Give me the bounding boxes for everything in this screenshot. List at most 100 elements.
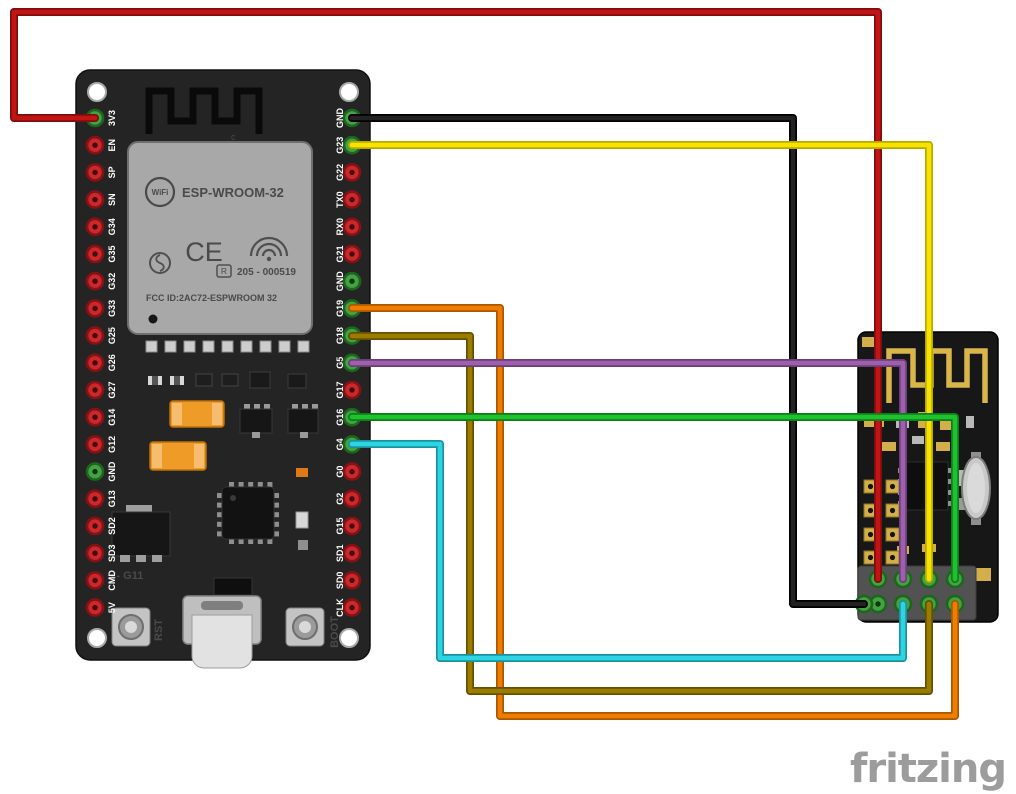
esp32-pin-label-left-en: EN [107,139,117,152]
esp32-pin-right-gnd[interactable] [342,271,362,291]
esp32-pin-right-tx0[interactable] [342,190,362,209]
esp32-pin-right-g21[interactable] [342,244,362,264]
ic-pin [267,482,273,488]
esp32-pin-label-left-gnd: GND [107,461,117,482]
esp32-pin-label-left-g25: G25 [107,327,117,344]
esp32-devkit-board[interactable]: c WiFi ESP-WROOM-32 CE R 205 - 000519 FC… [75,69,371,669]
rst-button[interactable] [111,607,151,647]
wifi-logo-text: WiFi [152,188,169,197]
reg-number: 205 - 000519 [237,267,296,278]
esp32-pin-label-right-gnd: GND [335,271,345,292]
nrf24-pad-5[interactable] [868,594,888,614]
esp32-pin-label-right-g16: G16 [335,409,345,426]
esp32-pin-left-sd3[interactable] [85,543,105,563]
wifi-logo-icon [144,176,176,208]
mounting-hole [87,628,107,648]
plated-hole-center [867,483,874,490]
esp32-pin-label-left-g14: G14 [107,409,117,426]
esp32-pin-label-right-sd0: SD0 [335,572,345,590]
esp32-pin-right-g22[interactable] [342,163,362,182]
esp32-pin-label-left-g34: G34 [107,218,117,235]
esp32-pin-left-gnd[interactable] [85,462,105,481]
antenna-label: c [231,132,236,142]
esp32-pin-label-left-sd2: SD2 [107,517,117,535]
wire-cyan[interactable] [348,440,907,662]
esp32-pin-left-g33[interactable] [85,299,105,318]
wire-green[interactable] [348,413,959,583]
esp32-pin-label-left-g33: G33 [107,300,117,317]
esp32-pin-left-g34[interactable] [85,217,105,237]
esp32-pin-right-rx0[interactable] [342,217,362,237]
esp32-smd-decor [145,340,310,544]
esp32-pin-label-left-g32: G32 [107,273,117,290]
esp32-pin-right-sd0[interactable] [342,571,362,590]
ic-pin [273,521,279,527]
esp32-pin-left-g13[interactable] [85,489,105,509]
castellation-pad [278,340,291,353]
mounting-hole [339,82,359,102]
castellation-pad [240,340,253,353]
esp32-pin-right-g17[interactable] [342,380,362,400]
esp32-pin-label-right-sd1: SD1 [335,544,345,562]
ic-pin [217,493,223,498]
micro-usb-port [182,595,262,669]
wire-yellow[interactable] [348,141,933,583]
esp32-pin-label-right-g17: G17 [335,381,345,398]
esp32-pin-right-clk[interactable] [342,598,362,617]
esp32-pin-label-right-rx0: RX0 [335,218,345,236]
gpio-note: <- G11 [110,570,143,582]
esp32-pin-left-cmd[interactable] [85,571,105,590]
ic-pin [217,512,223,518]
plated-hole-center [889,554,896,561]
safety-mark-icon [149,252,171,274]
esp32-pin-left-g27[interactable] [85,380,105,400]
esp32-pin-left-g12[interactable] [85,435,105,454]
esp32-pin-left-5v[interactable] [85,598,105,617]
transistor [287,404,319,438]
ic-pin [248,538,254,544]
ic-pin [229,482,234,488]
esp32-pin-label-right-g21: G21 [335,245,345,262]
esp32-pin-right-g2[interactable] [342,489,362,509]
wire-red[interactable] [10,8,882,583]
esp32-pin-label-right-tx0: TX0 [335,191,345,208]
pcb-antenna [145,87,263,134]
esp32-pin-label-left-cmd: CMD [107,570,117,591]
esp32-pin-right-g0[interactable] [342,462,362,481]
esp32-pin-label-left-g13: G13 [107,490,117,507]
capacitor [169,400,225,428]
esp32-pin-label-right-gnd: GND [335,108,345,129]
esp32-pin-label-left-g12: G12 [107,436,117,453]
wire-orange[interactable] [348,304,959,720]
esp32-pin-right-g15[interactable] [342,516,362,536]
wire-olive[interactable] [348,332,933,695]
castellation-pad [259,340,272,353]
esp32-pin-left-sp[interactable] [85,163,105,182]
esp32-pin-left-g32[interactable] [85,271,105,291]
esp32-pin-left-g14[interactable] [85,407,105,427]
small-smd-parts [213,468,309,596]
esp32-pin-label-left-5v: 5V [107,602,117,613]
esp32-pin-left-g35[interactable] [85,244,105,264]
esp32-pin-right-sd1[interactable] [342,543,362,563]
esp32-pin-left-en[interactable] [85,135,105,155]
esp32-pin-left-g25[interactable] [85,326,105,345]
wire-purple[interactable] [348,359,907,583]
castellation-pad [164,340,177,353]
esp32-pin-left-g26[interactable] [85,353,105,373]
fritzing-watermark: fritzing [849,746,1007,792]
esp32-pin-left-sd2[interactable] [85,516,105,536]
esp32-pin-label-right-g18: G18 [335,327,345,344]
wifi-arcs-icon [249,236,289,262]
esp32-pin-label-left-g27: G27 [107,381,117,398]
plated-hole-center [889,483,896,490]
boot-button[interactable] [285,607,325,647]
esp32-pin-label-right-g19: G19 [335,300,345,317]
ic-pin [273,502,279,508]
ic-pin [257,482,263,488]
wires [10,8,959,720]
castellation-pad [183,340,196,353]
esp32-pin-left-sn[interactable] [85,190,105,209]
esp32-pin-label-right-g5: G5 [335,357,345,369]
